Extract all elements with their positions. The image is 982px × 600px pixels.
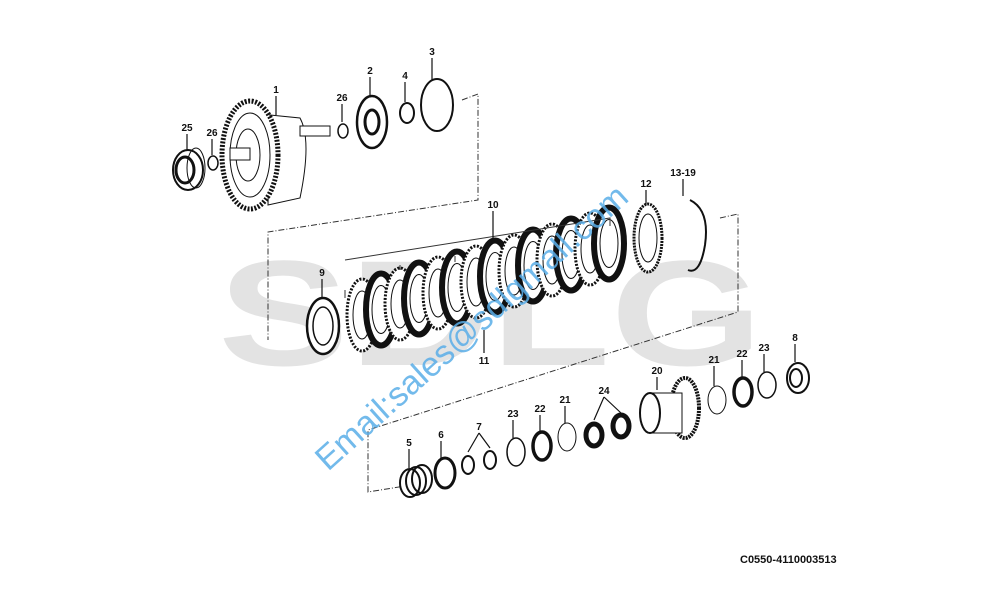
- callout-23: 23: [758, 343, 770, 354]
- part-22-seal: [732, 376, 754, 408]
- callout-24: 24: [598, 386, 610, 397]
- part-2-plate: [355, 94, 389, 150]
- clutch-disc-pack: [345, 204, 627, 353]
- callout-11: 11: [479, 356, 490, 367]
- callout-13-19: 13-19: [670, 168, 696, 179]
- disc-bore: [599, 219, 619, 268]
- part-5-spring: [399, 464, 433, 498]
- callout-20: 20: [651, 366, 663, 377]
- callout-9: 9: [319, 268, 325, 279]
- part-23-washer: [757, 371, 777, 399]
- part-21-washer: [707, 385, 727, 415]
- drawing-code: C0550-4110003513: [740, 554, 837, 566]
- callout-2: 2: [367, 66, 373, 77]
- part-9-piston: [305, 296, 341, 356]
- part-12-plate: [632, 202, 664, 274]
- callout-23: 23: [507, 409, 519, 420]
- part-7-snap-ring: [461, 455, 475, 475]
- part-25-bearing: [172, 147, 206, 191]
- callout-12: 12: [640, 179, 652, 190]
- callout-22: 22: [534, 404, 546, 415]
- callout-6: 6: [438, 430, 444, 441]
- part-24-bearing: [610, 412, 632, 440]
- part-13-19-snap-ring: [687, 199, 707, 272]
- part-8-bearing: [786, 362, 810, 394]
- group-boundary-bottom: [367, 213, 739, 493]
- group-boundary-top: [267, 93, 479, 340]
- part-22-seal: [531, 430, 553, 462]
- callout-8: 8: [792, 333, 798, 344]
- callout-21: 21: [708, 355, 720, 366]
- callout-10: 10: [487, 200, 499, 211]
- callout-26: 26: [336, 93, 348, 104]
- part-21-washer: [557, 422, 577, 452]
- callout-25: 25: [181, 123, 193, 134]
- part-23-washer: [506, 437, 526, 467]
- part-26-ring: [207, 155, 219, 171]
- part-4-ring: [399, 102, 415, 124]
- callout-4: 4: [402, 71, 408, 82]
- friction-disc: [591, 204, 627, 283]
- callout-21: 21: [559, 395, 571, 406]
- callout-7: 7: [476, 422, 482, 433]
- part-24-bearing: [583, 421, 605, 449]
- part-26-ring: [337, 123, 349, 139]
- callout-22: 22: [736, 349, 748, 360]
- callout-26: 26: [206, 128, 218, 139]
- callout-3: 3: [429, 47, 435, 58]
- part-20-gear: [639, 376, 701, 440]
- part-6-ring: [433, 456, 457, 490]
- callout-5: 5: [406, 438, 412, 449]
- callout-1: 1: [273, 85, 279, 96]
- part-3-o-ring: [420, 78, 454, 132]
- part-7-snap-ring: [483, 450, 497, 470]
- part-1-gear-carrier: [219, 98, 331, 212]
